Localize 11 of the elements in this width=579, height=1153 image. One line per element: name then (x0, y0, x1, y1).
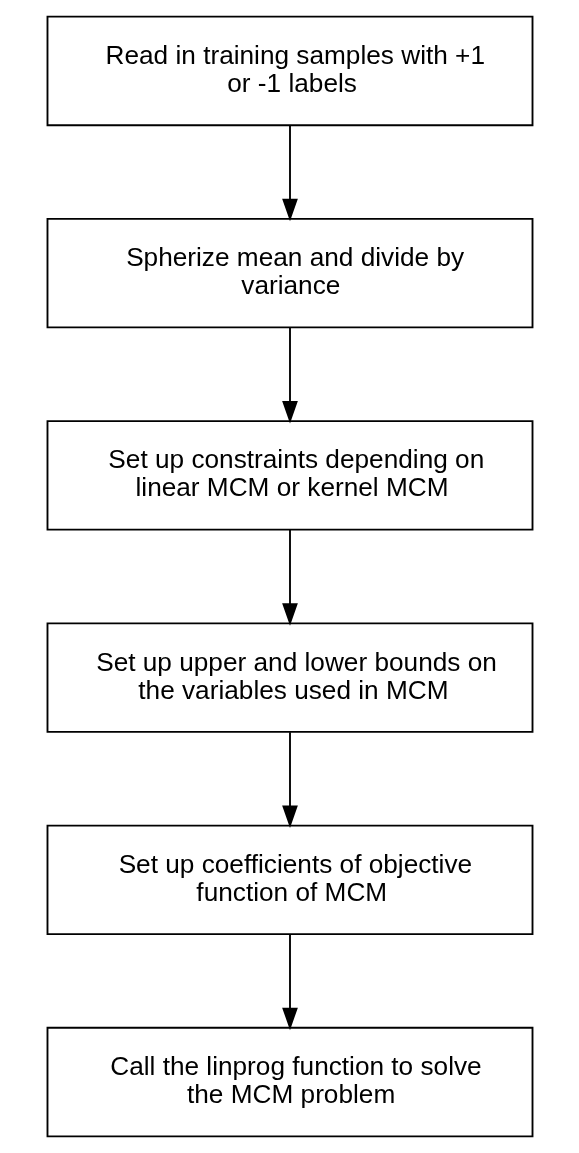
node-box: Set up upper and lower bounds on the variables used in MCM (46, 622, 533, 733)
node-box: Set up coefficients of objective function of MCM (46, 824, 533, 936)
arrow (281, 124, 298, 222)
node-box: Set up constraints depending on linear MCM or kernel MCM (46, 420, 533, 531)
node-box: Read in training samples with +1 or -1 labels (46, 15, 533, 127)
arrow (281, 933, 298, 1031)
arrow (281, 326, 298, 424)
arrow (281, 731, 298, 828)
arrow (281, 529, 298, 626)
node-box: Spherize mean and divide by variance (46, 217, 533, 329)
node-box: Call the linprog function to solve the MCM problem (46, 1026, 533, 1138)
